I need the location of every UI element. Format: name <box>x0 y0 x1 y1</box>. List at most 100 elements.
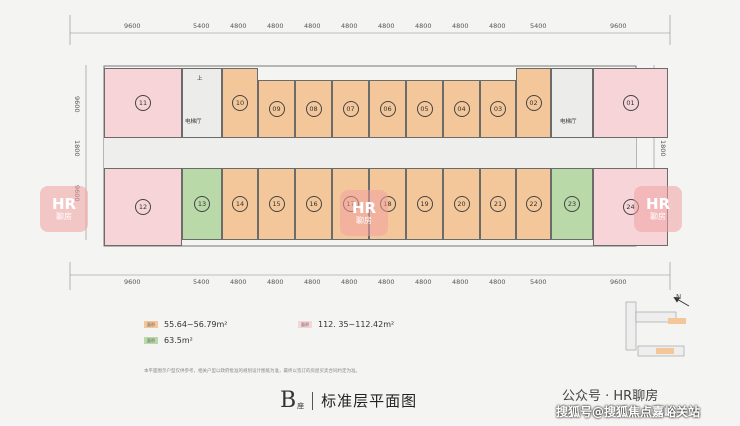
dim-bottom-8: 4800 <box>415 278 432 286</box>
credit-wechat: 公众号 · HR聊房 <box>562 389 659 404</box>
watermark-left: HR 聊房 <box>40 186 88 232</box>
core-left <box>182 68 222 138</box>
unit-05: 05 <box>406 80 443 138</box>
dim-top-5: 4800 <box>304 22 321 30</box>
legend-item-pink: 面积 112. 35~112.42m² <box>298 320 394 329</box>
north-arrow <box>673 297 690 307</box>
unit-number: 11 <box>135 95 151 111</box>
legend-text: 112. 35~112.42m² <box>318 320 395 329</box>
dim-top-10: 4800 <box>489 22 506 30</box>
corridor <box>104 138 636 168</box>
plan-title: B 座 标准层平面图 <box>280 388 417 413</box>
unit-number: 07 <box>342 101 359 117</box>
unit-16: 16 <box>295 168 332 240</box>
unit-number: 03 <box>490 101 506 117</box>
unit-02: 02 <box>516 68 551 138</box>
dim-bottom-7: 4800 <box>378 278 395 286</box>
unit-number: 06 <box>379 101 396 117</box>
unit-number: 15 <box>268 196 285 212</box>
unit-22: 22 <box>516 168 551 240</box>
unit-number: 01 <box>622 95 639 111</box>
unit-number: 16 <box>305 196 322 212</box>
legend-item-green: 面积 63.5m² <box>144 336 193 345</box>
dim-top-7: 4800 <box>378 22 395 30</box>
watermark-sub: 聊房 <box>356 215 372 225</box>
unit-number: 20 <box>453 196 470 212</box>
unit-number: 14 <box>232 196 248 212</box>
unit-number: 10 <box>232 95 248 111</box>
unit-07: 07 <box>332 80 369 138</box>
building-letter: B <box>280 388 297 413</box>
dim-bottom-2: 5400 <box>193 278 210 286</box>
dim-bottom-12: 9600 <box>610 278 627 286</box>
unit-12: 12 <box>104 168 182 246</box>
stair-up-label: 上 <box>197 76 203 82</box>
legend-swatch: 面积 <box>298 321 312 328</box>
dim-top-3: 4800 <box>230 22 247 30</box>
unit-23: 23 <box>551 168 593 240</box>
unit-number: 08 <box>305 101 322 117</box>
unit-20: 20 <box>443 168 480 240</box>
unit-number: 21 <box>490 196 506 212</box>
unit-13: 13 <box>182 168 222 240</box>
unit-06: 06 <box>369 80 406 138</box>
legend-item-orange: 面积 55.64~56.79m² <box>144 320 228 329</box>
unit-09: 09 <box>258 80 295 138</box>
dim-top-1: 9600 <box>124 22 141 30</box>
dim-left-2: 1800 <box>73 140 81 157</box>
dim-bottom-4: 4800 <box>267 278 284 286</box>
site-key-plan <box>625 301 686 357</box>
compass-north-label: N <box>676 293 682 301</box>
dim-top-11: 5400 <box>530 22 547 30</box>
unit-number: 22 <box>525 196 542 212</box>
watermark-brand: HR <box>351 198 377 217</box>
unit-21: 21 <box>480 168 516 240</box>
watermark-brand: HR <box>51 194 77 213</box>
dim-bottom-9: 4800 <box>452 278 469 286</box>
dim-left-1: 9600 <box>73 96 81 113</box>
unit-number: 05 <box>416 101 433 117</box>
unit-01: 01 <box>593 68 668 138</box>
watermark-brand: HR <box>645 194 671 213</box>
core-right <box>551 68 593 138</box>
watermark-right: HR 聊房 <box>634 186 682 232</box>
dim-top-9: 4800 <box>452 22 469 30</box>
unit-11: 11 <box>104 68 182 138</box>
legend-swatch: 面积 <box>144 337 158 344</box>
unit-number: 13 <box>194 196 210 212</box>
unit-14: 14 <box>222 168 258 240</box>
unit-04: 04 <box>443 80 480 138</box>
elevator-hall-right-label: 电梯厅 <box>560 119 577 125</box>
dim-bottom-10: 4800 <box>489 278 506 286</box>
unit-number: 09 <box>268 101 285 117</box>
unit-number: 23 <box>564 196 580 212</box>
legend-text: 55.64~56.79m² <box>164 320 228 329</box>
elevator-hall-left-label: 电梯厅 <box>185 119 202 125</box>
unit-number: 12 <box>135 199 151 215</box>
dim-top-8: 4800 <box>415 22 432 30</box>
dim-top-6: 4800 <box>341 22 358 30</box>
unit-08: 08 <box>295 80 332 138</box>
building-suffix: 座 <box>297 401 305 410</box>
unit-03: 03 <box>480 80 516 138</box>
unit-15: 15 <box>258 168 295 240</box>
unit-number: 04 <box>453 101 470 117</box>
watermark-sub: 聊房 <box>56 211 72 221</box>
unit-number: 19 <box>416 196 433 212</box>
dim-bottom-6: 4800 <box>341 278 358 286</box>
disclaimer-note: 本平面图示户型仅供参考，相关户型以政府批准的规划设计图纸为准，最终以签订的房屋买… <box>144 369 360 374</box>
dim-top-4: 4800 <box>267 22 284 30</box>
credit-sohu: 搜狐号@搜狐焦点嘉峪关站 <box>556 405 701 419</box>
title-separator <box>312 391 314 410</box>
unit-10: 10 <box>222 68 258 138</box>
dim-top-12: 9600 <box>610 22 627 30</box>
dim-bottom-11: 5400 <box>530 278 547 286</box>
dim-bottom-5: 4800 <box>304 278 321 286</box>
dim-bottom-3: 4800 <box>230 278 247 286</box>
dim-top-2: 5400 <box>193 22 210 30</box>
dim-bottom-1: 9600 <box>124 278 141 286</box>
legend-text: 63.5m² <box>164 336 193 345</box>
dim-right-2: 1800 <box>659 140 667 157</box>
